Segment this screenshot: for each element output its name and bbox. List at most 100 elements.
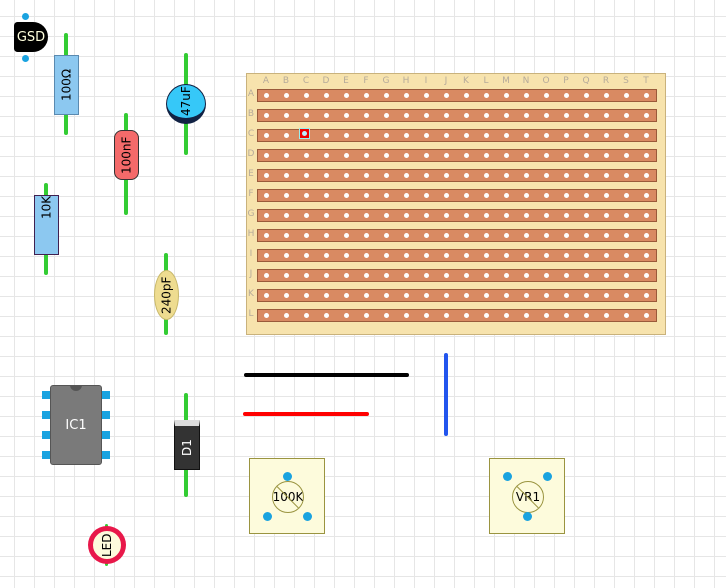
hole[interactable]	[584, 193, 589, 198]
hole[interactable]	[644, 93, 649, 98]
hole[interactable]	[384, 313, 389, 318]
hole[interactable]	[624, 133, 629, 138]
hole[interactable]	[404, 153, 409, 158]
hole[interactable]	[344, 133, 349, 138]
hole[interactable]	[604, 193, 609, 198]
hole[interactable]	[324, 273, 329, 278]
hole[interactable]	[584, 173, 589, 178]
copper-strip[interactable]	[257, 109, 657, 122]
resistor-10k[interactable]: 10K	[34, 195, 59, 255]
hole[interactable]	[544, 93, 549, 98]
hole[interactable]	[404, 293, 409, 298]
hole[interactable]	[484, 293, 489, 298]
hole[interactable]	[564, 193, 569, 198]
hole[interactable]	[324, 253, 329, 258]
hole[interactable]	[544, 133, 549, 138]
hole[interactable]	[344, 273, 349, 278]
transistor[interactable]: GSD	[14, 22, 48, 52]
potentiometer-100k[interactable]: 100K	[249, 458, 325, 534]
wire-blue[interactable]	[444, 353, 448, 436]
hole[interactable]	[424, 273, 429, 278]
hole[interactable]	[304, 313, 309, 318]
hole[interactable]	[344, 193, 349, 198]
hole[interactable]	[504, 113, 509, 118]
hole[interactable]	[584, 113, 589, 118]
hole[interactable]	[524, 253, 529, 258]
hole[interactable]	[484, 173, 489, 178]
hole[interactable]	[644, 133, 649, 138]
hole[interactable]	[644, 213, 649, 218]
hole[interactable]	[604, 233, 609, 238]
hole[interactable]	[344, 233, 349, 238]
hole[interactable]	[524, 113, 529, 118]
hole[interactable]	[484, 233, 489, 238]
hole[interactable]	[644, 113, 649, 118]
copper-strip[interactable]	[257, 89, 657, 102]
hole[interactable]	[284, 173, 289, 178]
hole[interactable]	[404, 233, 409, 238]
hole[interactable]	[324, 193, 329, 198]
hole[interactable]	[344, 253, 349, 258]
hole[interactable]	[584, 273, 589, 278]
hole[interactable]	[324, 233, 329, 238]
disc-capacitor[interactable]: 240pF	[154, 270, 179, 320]
hole[interactable]	[344, 113, 349, 118]
hole[interactable]	[544, 273, 549, 278]
hole[interactable]	[264, 213, 269, 218]
hole[interactable]	[604, 213, 609, 218]
hole[interactable]	[644, 153, 649, 158]
hole[interactable]	[564, 233, 569, 238]
hole[interactable]	[604, 253, 609, 258]
hole[interactable]	[564, 313, 569, 318]
hole[interactable]	[424, 153, 429, 158]
hole[interactable]	[344, 213, 349, 218]
hole[interactable]	[644, 313, 649, 318]
hole[interactable]	[364, 133, 369, 138]
hole[interactable]	[624, 153, 629, 158]
hole[interactable]	[404, 93, 409, 98]
hole[interactable]	[404, 273, 409, 278]
hole[interactable]	[544, 173, 549, 178]
hole[interactable]	[404, 193, 409, 198]
hole[interactable]	[644, 173, 649, 178]
hole[interactable]	[344, 173, 349, 178]
hole[interactable]	[384, 193, 389, 198]
hole[interactable]	[524, 133, 529, 138]
hole[interactable]	[444, 173, 449, 178]
hole[interactable]	[524, 173, 529, 178]
hole[interactable]	[304, 193, 309, 198]
hole[interactable]	[264, 193, 269, 198]
hole[interactable]	[464, 313, 469, 318]
ic-pin[interactable]	[102, 391, 110, 399]
hole[interactable]	[424, 93, 429, 98]
hole[interactable]	[364, 93, 369, 98]
copper-strip[interactable]	[257, 229, 657, 242]
hole[interactable]	[284, 93, 289, 98]
hole[interactable]	[504, 153, 509, 158]
hole[interactable]	[364, 253, 369, 258]
hole[interactable]	[304, 153, 309, 158]
hole[interactable]	[364, 173, 369, 178]
hole[interactable]	[304, 173, 309, 178]
hole[interactable]	[524, 193, 529, 198]
hole[interactable]	[584, 133, 589, 138]
copper-strip[interactable]	[257, 128, 657, 142]
hole[interactable]	[264, 293, 269, 298]
hole[interactable]	[564, 153, 569, 158]
hole[interactable]	[584, 153, 589, 158]
hole[interactable]	[444, 93, 449, 98]
copper-strip[interactable]	[257, 149, 657, 162]
hole[interactable]	[484, 193, 489, 198]
hole[interactable]	[264, 273, 269, 278]
hole[interactable]	[464, 293, 469, 298]
hole[interactable]	[464, 113, 469, 118]
hole[interactable]	[524, 273, 529, 278]
hole[interactable]	[564, 273, 569, 278]
hole[interactable]	[364, 113, 369, 118]
hole[interactable]	[444, 233, 449, 238]
hole[interactable]	[284, 273, 289, 278]
hole[interactable]	[304, 273, 309, 278]
hole[interactable]	[524, 93, 529, 98]
hole[interactable]	[284, 193, 289, 198]
hole[interactable]	[504, 133, 509, 138]
